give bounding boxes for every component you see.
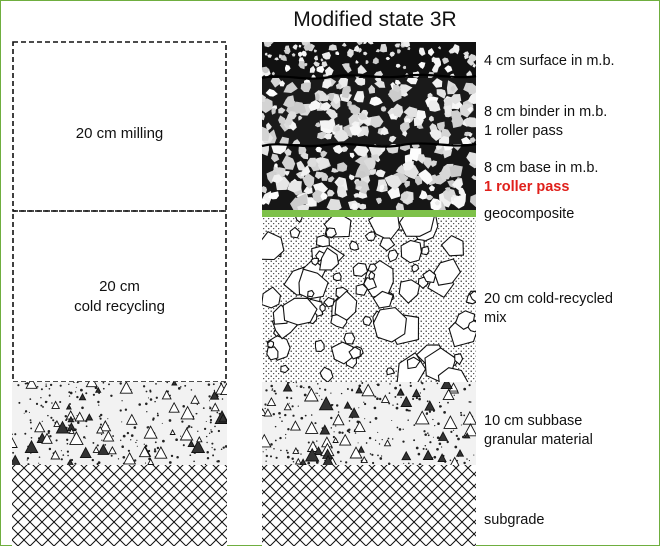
surface-binder-boundary [261, 73, 477, 80]
subgrade-label-line1: subgrade [484, 512, 545, 528]
right-subgrade-texture [262, 465, 476, 546]
cold-recycling-label-line2: cold recycling [74, 298, 165, 315]
geocomposite-strip [262, 210, 476, 217]
cold-recycling-label: 20 cm cold recycling [13, 277, 226, 317]
surface-label-line1: 4 cm surface in m.b. [484, 53, 615, 69]
base-label: 8 cm base in m.b. 1 roller pass [484, 159, 598, 197]
subbase-label-line1: 10 cm subbase [484, 413, 583, 429]
milling-label: 20 cm milling [75, 125, 164, 142]
cold-recycling-label-line1: 20 cm [99, 278, 140, 295]
subbase-label-line2: granular material [484, 432, 593, 448]
base-layer-texture [262, 144, 476, 210]
cold-recycled-texture [262, 217, 476, 382]
binder-base-boundary [261, 142, 477, 148]
binder-layer-texture [262, 78, 476, 144]
subgrade-label: subgrade [484, 511, 544, 530]
binder-label-line1: 8 cm binder in m.b. [484, 104, 608, 120]
surface-layer-texture [262, 42, 476, 78]
left-subgrade-texture [12, 465, 227, 546]
surface-label: 4 cm surface in m.b. [484, 52, 615, 71]
binder-label: 8 cm binder in m.b. 1 roller pass [484, 103, 607, 141]
cold-recycled-label: 20 cm cold-recycled mix [484, 290, 613, 328]
geocomposite-label-line1: geocomposite [484, 206, 575, 222]
diagram-title: Modified state 3R [293, 8, 457, 31]
base-label-line1: 8 cm base in m.b. [484, 160, 599, 176]
binder-label-line2: 1 roller pass [484, 123, 563, 139]
cold-recycled-label-line2: mix [484, 310, 507, 326]
geocomposite-label: geocomposite [484, 205, 574, 224]
subbase-label: 10 cm subbase granular material [484, 412, 593, 450]
right-subbase-texture [262, 382, 476, 465]
cold-recycled-label-line1: 20 cm cold-recycled [484, 291, 613, 307]
left-subbase-texture [12, 382, 227, 465]
base-label-line2: 1 roller pass [484, 179, 570, 195]
